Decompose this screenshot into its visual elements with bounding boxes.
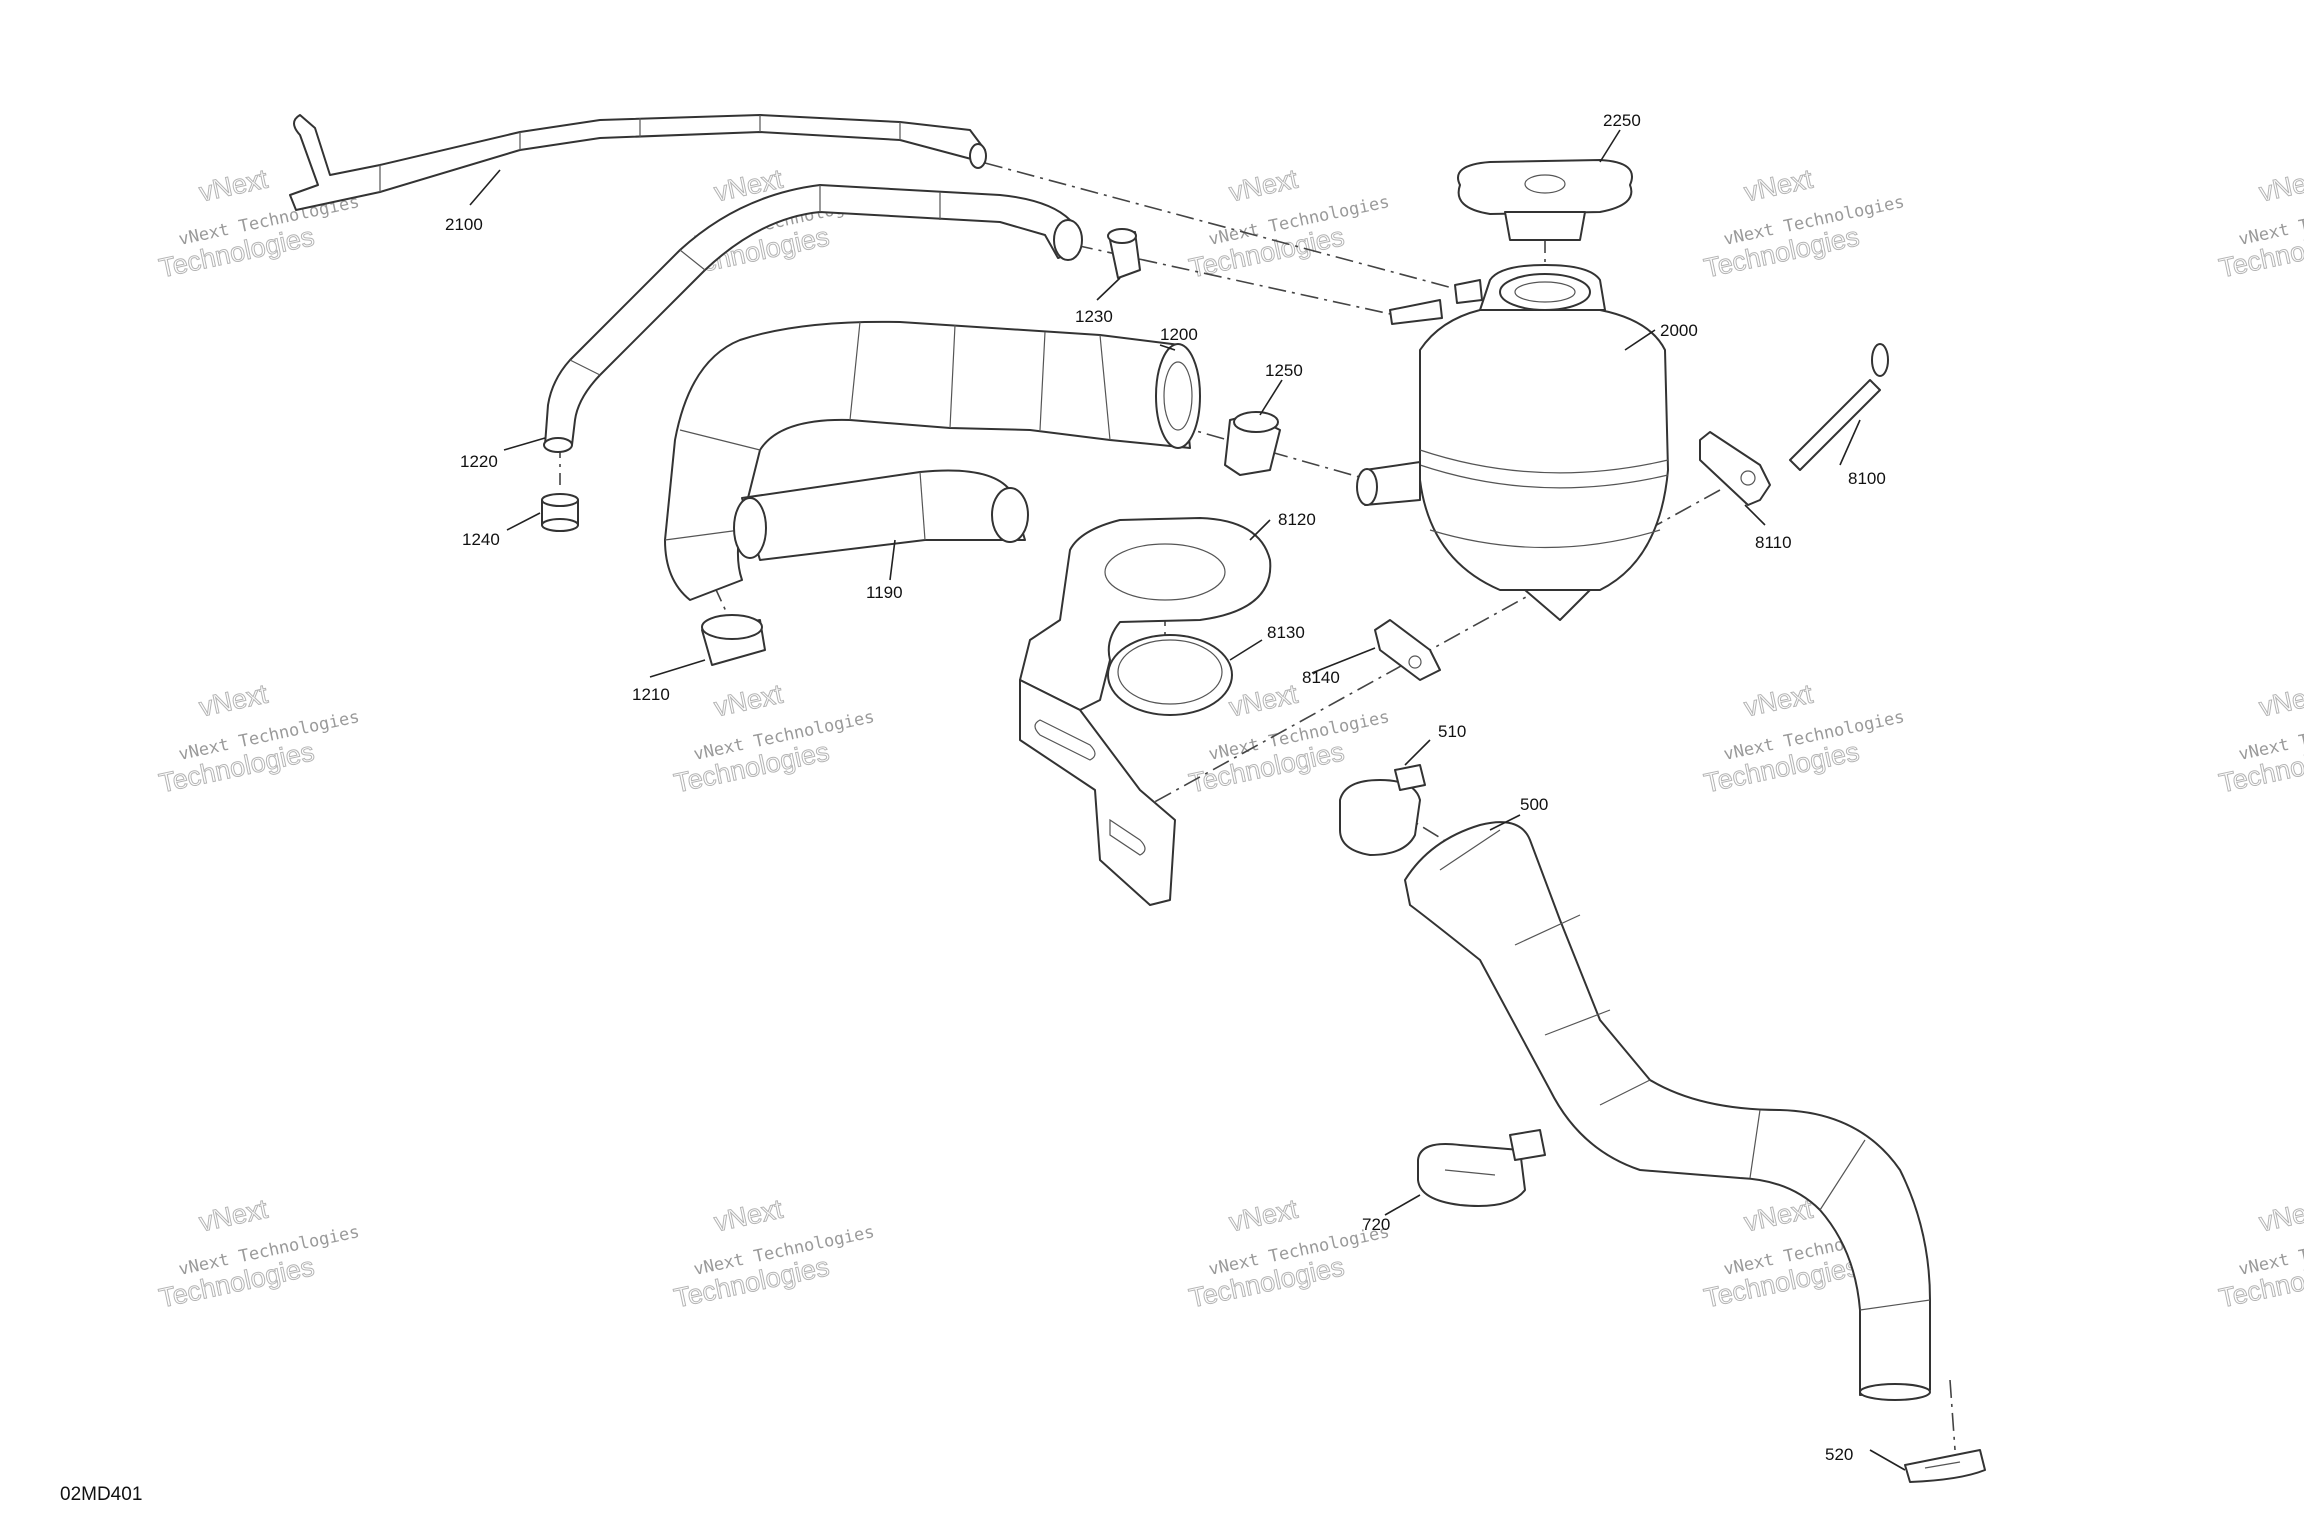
callout-510: 510: [1438, 722, 1466, 741]
watermark-top: vNext: [196, 679, 270, 723]
plate-8110: [1699, 431, 1771, 506]
watermark-top: vNext: [2256, 679, 2304, 723]
spacer-8140: [1374, 619, 1441, 681]
watermark-top: vNext: [711, 1194, 785, 1238]
watermark-top: vNext: [196, 1194, 270, 1238]
watermark-top: vNext: [2256, 1194, 2304, 1238]
clamp-720: [1417, 1129, 1546, 1207]
clamp-1210: [701, 614, 766, 666]
watermark-top: vNext: [1226, 679, 1300, 723]
callout-1210: 1210: [632, 685, 670, 704]
bracket-8120: [1019, 517, 1272, 906]
callout-500: 500: [1520, 795, 1548, 814]
watermark-top: vNext: [1741, 1194, 1815, 1238]
hose-1220: [543, 184, 1083, 453]
clamp-1240: [541, 493, 579, 532]
watermark-top: vNext: [2256, 164, 2304, 208]
clamp-520: [1904, 1449, 1986, 1483]
expansion-tank-2000: [1356, 264, 1669, 621]
callout-720: 720: [1362, 1215, 1390, 1234]
callout-8130: 8130: [1267, 623, 1305, 642]
callout-1200: 1200: [1160, 325, 1198, 344]
watermark-top: vNext: [196, 164, 270, 208]
watermark-top: vNext: [1226, 164, 1300, 208]
callout-1190: 1190: [866, 583, 903, 602]
callout-8110: 8110: [1755, 533, 1792, 552]
sleeve-1190: [733, 469, 1029, 561]
callout-2100: 2100: [445, 215, 483, 234]
watermark-top: vNext: [711, 679, 785, 723]
callout-leaders: [469, 129, 1906, 1471]
figure-code: 02MD401: [60, 1484, 142, 1505]
callout-1220: 1220: [460, 452, 498, 471]
bolt-8100: [1789, 343, 1889, 471]
callout-8100: 8100: [1848, 469, 1886, 488]
callout-labels: 2100 2250 1230 1200 1250 2000 1220 1240 …: [445, 111, 1886, 1464]
callout-1250: 1250: [1265, 361, 1303, 380]
callout-1240: 1240: [462, 530, 500, 549]
callout-1230: 1230: [1075, 307, 1113, 326]
callout-520: 520: [1825, 1445, 1853, 1464]
ring-8130: [1107, 634, 1233, 716]
clamp-1250: [1224, 411, 1281, 476]
hose-500: [1404, 821, 1931, 1401]
callout-8120: 8120: [1278, 510, 1316, 529]
clamp-1230: [1107, 228, 1141, 279]
watermark-top: vNext: [1741, 679, 1815, 723]
clamp-510: [1339, 764, 1426, 856]
watermark-top: vNext: [1226, 1194, 1300, 1238]
hose-2100: [289, 114, 987, 211]
hose-1200: [664, 320, 1201, 601]
callout-2000: 2000: [1660, 321, 1698, 340]
pressure-cap-2250: [1457, 159, 1633, 241]
callout-8140: 8140: [1302, 668, 1340, 687]
watermark-top: vNext: [1741, 164, 1815, 208]
callout-2250: 2250: [1603, 111, 1641, 130]
